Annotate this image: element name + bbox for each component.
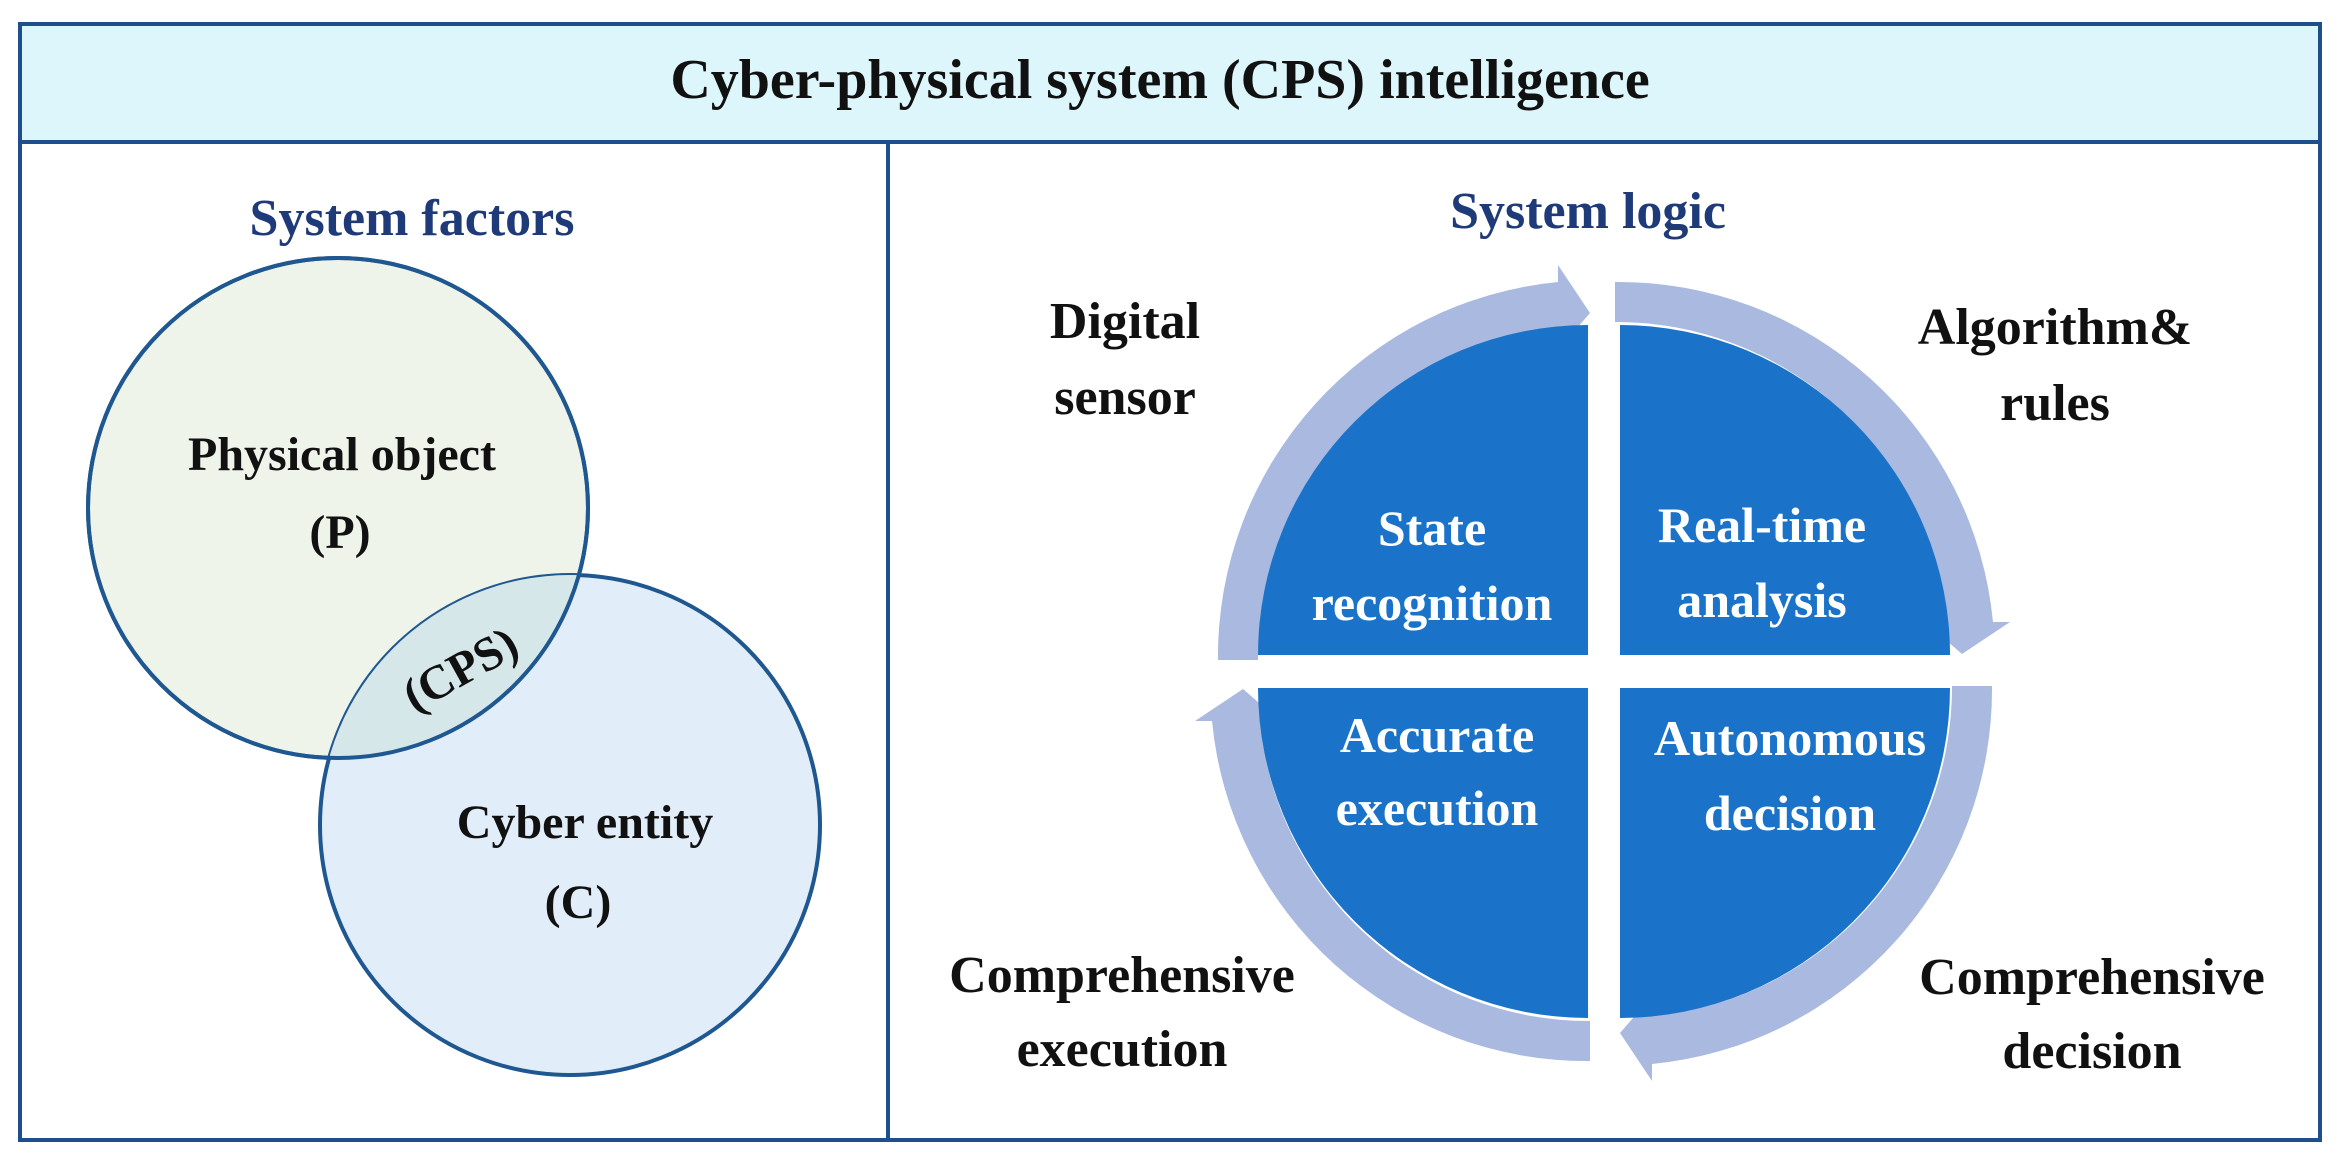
cps-overlap [320,575,588,758]
corner-label-decision: decision [2002,1023,2181,1080]
corner-label-digital: Digital [1050,293,1200,350]
corner-label-execution: execution [1017,1021,1228,1078]
cyber-entity-code: (C) [545,876,612,929]
quadrant-label-execution: execution [1336,780,1539,836]
quadrant-label-analysis: analysis [1677,572,1847,628]
quadrant-label-recognition: recognition [1312,575,1553,631]
quadrant-label-autonomous: Autonomous [1654,710,1926,766]
arrow-top-right [1615,281,2010,654]
quadrant-accurate-execution [1258,688,1588,1018]
corner-label-comprehensive-right: Comprehensive [1919,949,2265,1006]
quadrant-label-decision: decision [1704,785,1876,841]
arrow-bottom-left [1195,689,1590,1062]
quadrant-state-recognition [1258,325,1588,655]
corner-label-comprehensive-left: Comprehensive [949,947,1295,1004]
quadrant-label-real-time: Real-time [1658,497,1866,553]
system-factors-heading: System factors [250,190,575,247]
arrow-top-left [1217,265,1590,660]
quadrant-autonomous-decision [1620,688,1950,1018]
diagram-title: Cyber-physical system (CPS) intelligence [670,49,1649,111]
quadrant-label-accurate: Accurate [1340,707,1534,763]
outer-frame [18,22,2322,1142]
physical-object-code: (P) [309,506,370,559]
corner-label-algorithm: Algorithm& [1918,299,2192,356]
title-bar [18,22,2322,144]
quadrant-label-state: State [1378,500,1486,556]
corner-label-sensor: sensor [1054,369,1196,426]
physical-object-label: Physical object [188,428,496,481]
physical-circle-outline [86,256,590,760]
arrow-bottom-right [1620,686,1993,1081]
corner-label-rules: rules [2000,375,2110,432]
quadrant-real-time-analysis [1620,325,1950,655]
cyber-entity-label: Cyber entity [457,796,713,849]
system-logic-heading: System logic [1450,183,1726,240]
